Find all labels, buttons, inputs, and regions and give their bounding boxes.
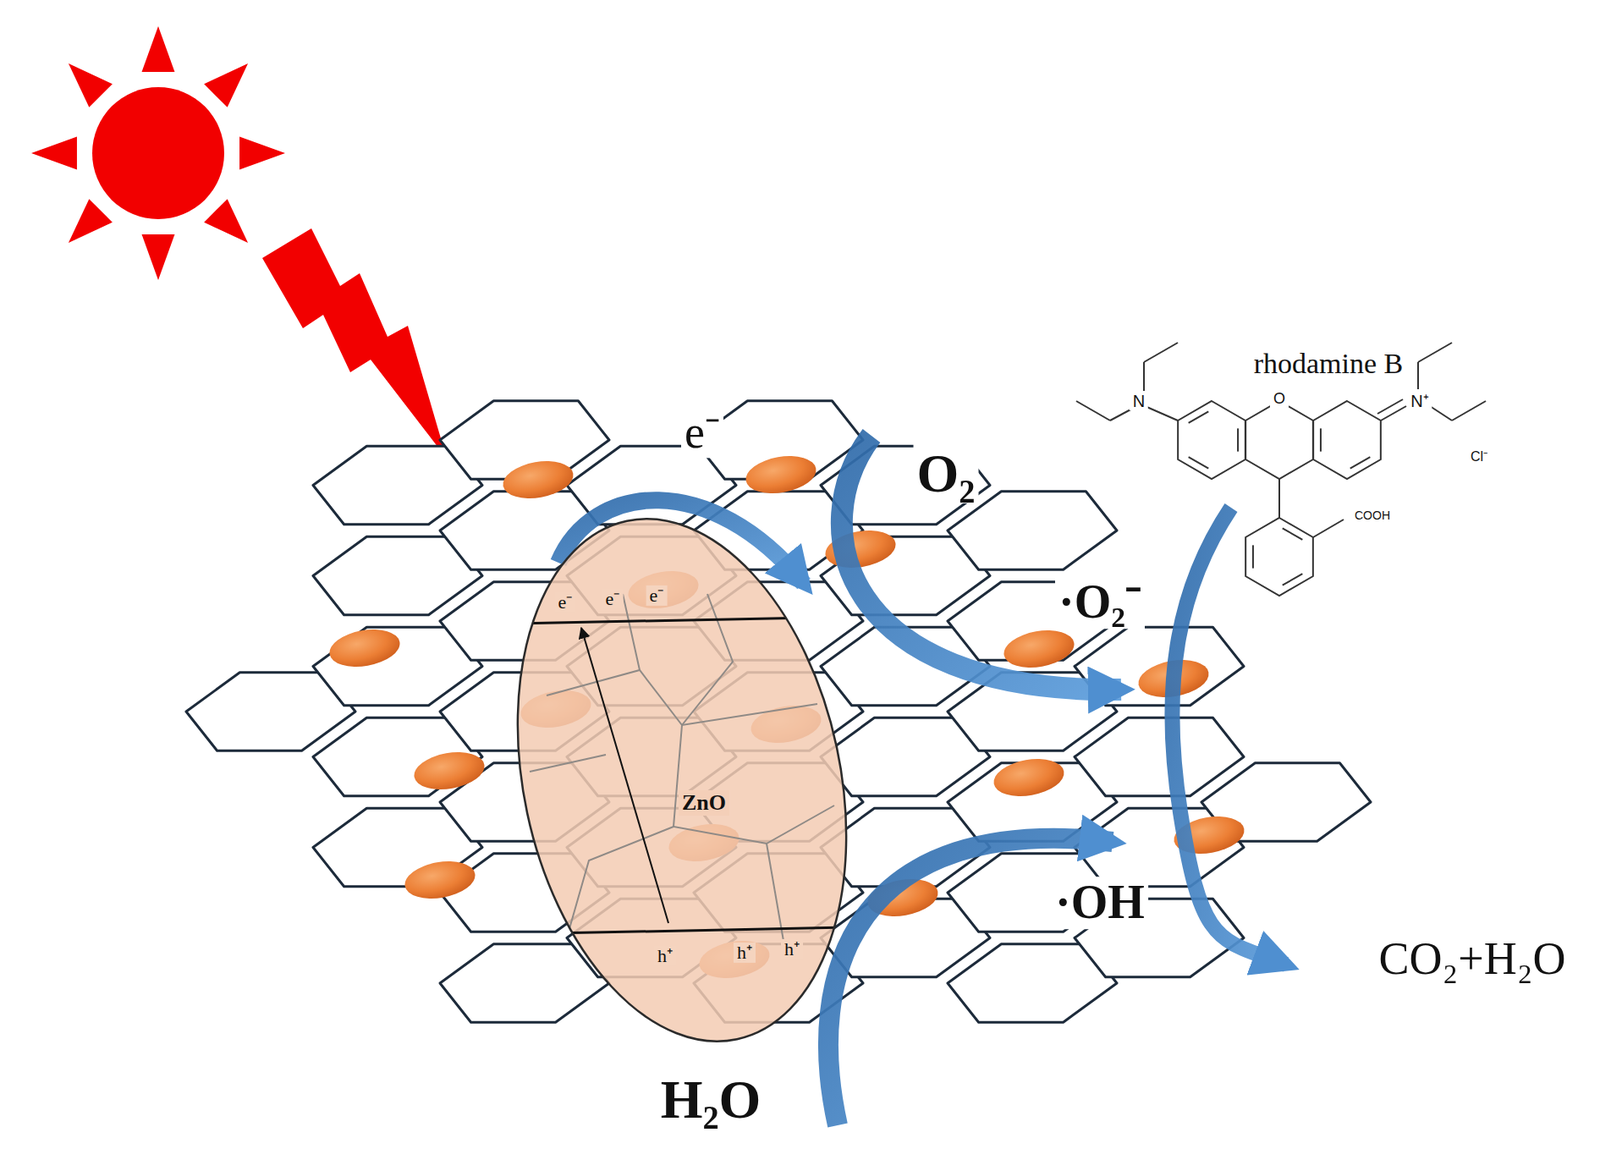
sun-disc <box>92 87 225 220</box>
bond <box>1380 406 1407 421</box>
zno-particle <box>1000 625 1078 673</box>
species-label: O₂ <box>913 444 979 504</box>
zno-particle <box>990 753 1067 802</box>
hole-label: h⁺ <box>733 942 756 963</box>
double-bond <box>1252 544 1254 568</box>
bond <box>1451 401 1486 421</box>
grain-boundary <box>622 593 640 671</box>
bond <box>1417 362 1419 390</box>
rhodamine-structure <box>1076 342 1486 596</box>
double-bond <box>1237 428 1239 451</box>
grain-boundary <box>673 725 835 844</box>
double-bond <box>1188 456 1210 469</box>
particle-label: ZnO <box>678 790 730 816</box>
bond <box>1313 519 1344 538</box>
product-label: CO₂+H₂O <box>1374 934 1569 985</box>
ellipse-border <box>512 500 852 1060</box>
electron-label: e⁻ <box>602 588 624 610</box>
double-bond <box>1282 573 1304 586</box>
hexagon-cell <box>1074 717 1244 796</box>
ring-bond <box>1245 517 1314 596</box>
grain-boundary <box>766 843 784 941</box>
bond <box>1418 342 1452 363</box>
bond <box>1143 362 1145 391</box>
ellipse-outline <box>512 500 852 1060</box>
double-bond <box>1350 456 1371 469</box>
ellipse-fill <box>512 500 852 1060</box>
atom-label: N <box>1129 391 1149 411</box>
sun-ray <box>68 198 113 243</box>
zno-particle <box>326 624 403 672</box>
species-label: ·O₂⁻ <box>1055 576 1145 629</box>
grain-boundary <box>681 593 733 726</box>
electron-label: e⁻ <box>681 407 724 458</box>
electron-label: e⁻ <box>555 592 577 613</box>
bond <box>1429 406 1452 421</box>
sun-ray <box>142 26 176 72</box>
bond <box>1076 401 1111 421</box>
electron-label: e⁻ <box>646 585 668 606</box>
bond <box>1377 399 1403 414</box>
ring-bond <box>1313 401 1381 479</box>
reaction-arrow <box>1171 507 1287 965</box>
counter-ion: Cl⁻ <box>1467 449 1491 465</box>
hole-label: h⁺ <box>780 939 803 960</box>
double-bond <box>1319 428 1322 451</box>
sun-ray <box>239 137 286 171</box>
species-label: H₂O <box>657 1070 765 1130</box>
sun-ray <box>31 137 77 171</box>
double-bond <box>1282 527 1304 540</box>
valence-band <box>512 927 852 935</box>
lightning-bolt <box>262 228 447 459</box>
hole-label: h⁺ <box>654 945 677 967</box>
bond <box>1278 478 1281 518</box>
zno-particle <box>742 450 820 499</box>
atom-label: O <box>1270 390 1289 408</box>
group-label: COOH <box>1351 509 1394 523</box>
sun-ray <box>203 63 248 108</box>
grain-boundary <box>529 754 606 772</box>
zno-particle-ellipse: ZnO <box>512 500 852 1060</box>
zno-particle <box>411 747 488 795</box>
molecule-name: rhodamine B <box>1250 347 1408 380</box>
zno-particle <box>401 856 479 904</box>
reaction-arrow <box>841 435 1122 690</box>
conduction-band <box>512 616 852 624</box>
sun <box>31 26 286 281</box>
ring-bond <box>1245 401 1314 479</box>
ring-bond <box>1177 401 1246 479</box>
atom-label: N⁺ <box>1407 391 1432 411</box>
excitation-arrow <box>581 627 669 924</box>
grain-boundary <box>546 670 818 726</box>
bond <box>1143 342 1178 363</box>
species-label: ·OH <box>1051 876 1149 930</box>
sun-ray <box>68 63 113 108</box>
sun-ray <box>203 198 248 243</box>
zno-particle <box>500 456 577 504</box>
sun-ray <box>142 234 176 281</box>
double-bond <box>1188 411 1210 424</box>
